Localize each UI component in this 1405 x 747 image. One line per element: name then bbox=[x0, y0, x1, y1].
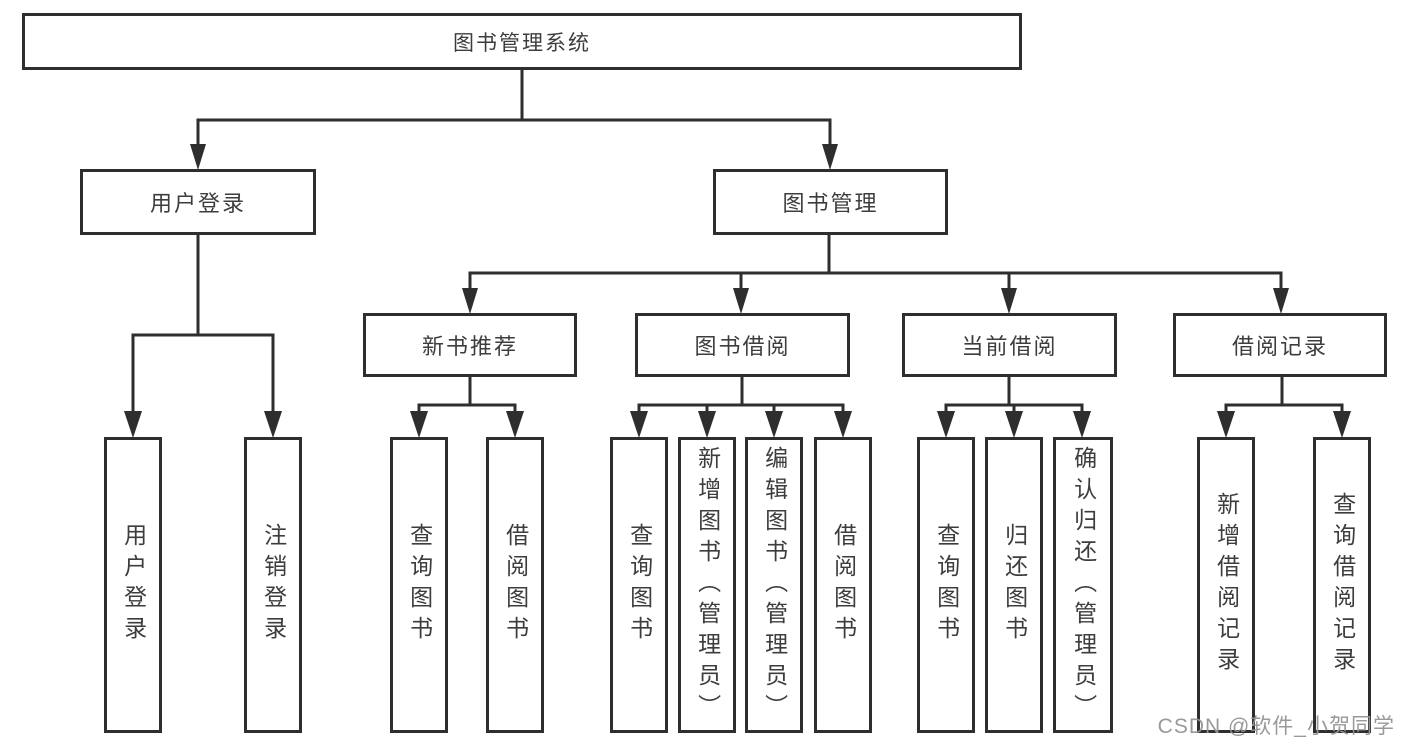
node-book-management: 图书管理 bbox=[713, 169, 948, 235]
leaf-records-query-record: 查询借阅记录 bbox=[1313, 437, 1371, 733]
arrow-down-icon bbox=[124, 411, 142, 438]
arrow-down-icon bbox=[264, 411, 282, 438]
node-borrowing-records: 借阅记录 bbox=[1173, 313, 1387, 377]
arrow-down-icon bbox=[410, 411, 428, 438]
leaf-current-query-books: 查询图书 bbox=[917, 437, 975, 733]
arrow-down-icon bbox=[1001, 288, 1017, 314]
leaf-current-return-books: 归还图书 bbox=[985, 437, 1043, 733]
leaf-newbooks-borrow-books: 借阅图书 bbox=[486, 437, 544, 733]
arrow-down-icon bbox=[630, 411, 648, 438]
node-user-login: 用户登录 bbox=[80, 169, 316, 235]
arrow-down-icon bbox=[834, 411, 852, 438]
node-library-management-system: 图书管理系统 bbox=[22, 13, 1022, 70]
leaf-logout: 注销登录 bbox=[244, 437, 302, 733]
leaf-user-login: 用户登录 bbox=[104, 437, 162, 733]
arrow-down-icon bbox=[937, 411, 955, 438]
leaf-borrowing-edit-books-admin: 编辑图书（管理员） bbox=[745, 437, 803, 733]
leaf-current-confirm-return-admin: 确认归还（管理员） bbox=[1053, 437, 1113, 733]
arrow-down-icon bbox=[822, 144, 838, 170]
arrow-down-icon bbox=[1273, 288, 1289, 314]
node-current-borrowing: 当前借阅 bbox=[902, 313, 1117, 377]
arrow-down-icon bbox=[765, 411, 783, 438]
arrow-down-icon bbox=[462, 288, 478, 314]
arrowhead-group bbox=[124, 144, 1351, 438]
arrow-down-icon bbox=[190, 144, 206, 170]
node-book-borrowing: 图书借阅 bbox=[635, 313, 850, 377]
leaf-records-add-record: 新增借阅记录 bbox=[1197, 437, 1255, 733]
connector-path-group bbox=[131, 68, 1344, 413]
leaf-newbooks-query-books: 查询图书 bbox=[390, 437, 448, 733]
arrow-down-icon bbox=[506, 411, 524, 438]
arrow-down-icon bbox=[698, 411, 716, 438]
leaf-borrowing-borrow-books: 借阅图书 bbox=[814, 437, 872, 733]
arrow-down-icon bbox=[1005, 411, 1023, 438]
node-new-book-recommend: 新书推荐 bbox=[363, 313, 577, 377]
arrow-down-icon bbox=[1333, 411, 1351, 438]
arrow-down-icon bbox=[733, 288, 749, 314]
watermark: CSDN @软件_小贺同学 bbox=[1157, 715, 1395, 738]
arrow-down-icon bbox=[1073, 411, 1091, 438]
leaf-borrowing-query-books: 查询图书 bbox=[610, 437, 668, 733]
arrow-down-icon bbox=[1217, 411, 1235, 438]
leaf-borrowing-add-books-admin: 新增图书（管理员） bbox=[678, 437, 736, 733]
